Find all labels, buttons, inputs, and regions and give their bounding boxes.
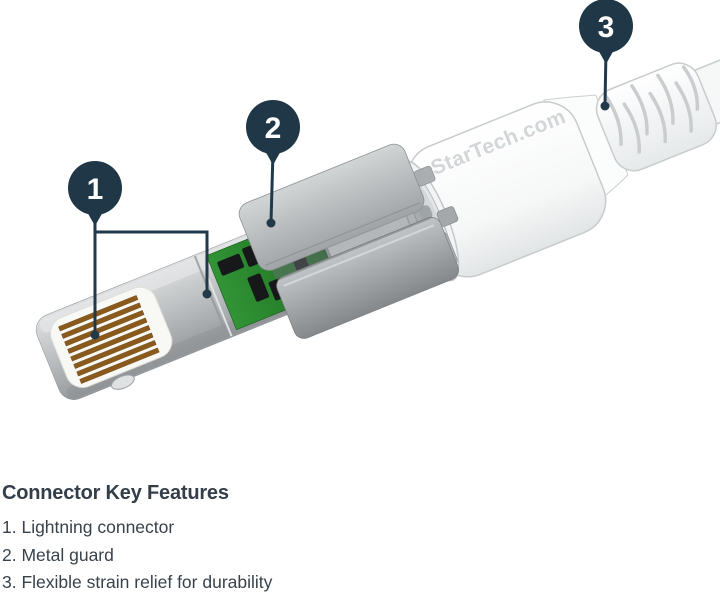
callout-1-bracket — [95, 230, 209, 293]
strain-relief-groove — [622, 102, 641, 154]
strain-relief-groove — [656, 73, 675, 126]
guard-tab-top — [413, 165, 436, 187]
pcb-chip — [247, 273, 270, 302]
strain-relief-groove — [604, 94, 623, 146]
guard-tab-bottom — [436, 206, 459, 227]
strain-relief-groove — [630, 84, 649, 136]
pin — [61, 302, 142, 339]
pin — [76, 340, 157, 377]
connector-step-highlight — [197, 254, 233, 337]
guard-bottom-highlight — [283, 224, 435, 287]
callout-1-number: 1 — [87, 173, 104, 206]
strain-relief-groove — [648, 91, 667, 144]
guard-top-edge — [265, 202, 420, 266]
callout-1: 1 — [68, 161, 212, 340]
connector-step-edge — [193, 255, 229, 338]
strain-relief-body — [595, 62, 717, 172]
cable-assembly-illustration: StarTech.com StarTech.com — [35, 0, 720, 400]
callout-2-bubble — [246, 100, 300, 154]
callout-2-dot — [266, 218, 276, 228]
pin — [73, 332, 154, 369]
strain-relief-groove — [674, 81, 693, 133]
callout-3-dot — [600, 101, 610, 111]
pcb-chip — [217, 253, 245, 276]
pin — [79, 347, 160, 384]
strain-relief-groove — [681, 65, 700, 111]
metal-guard-illustration — [238, 143, 459, 339]
callout-1-dot — [90, 330, 100, 340]
connector-notch — [111, 374, 135, 390]
callout-3: 3 — [579, 0, 633, 111]
cable-assembly: StarTech.com StarTech.com — [35, 40, 720, 400]
feature-item-3: 3. Flexible strain relief for durability — [2, 572, 273, 592]
callout-3-bubble — [579, 0, 633, 53]
callout-2: 2 — [246, 100, 300, 228]
connector-key-features: Connector Key Features 1. Lightning conn… — [2, 482, 272, 597]
strain-relief-grooves — [604, 65, 700, 154]
callout-3-number: 3 — [598, 11, 615, 44]
pin — [58, 295, 139, 332]
feature-item-1: 1. Lightning connector — [2, 517, 175, 537]
callout-1-bubble — [68, 161, 122, 215]
features-heading: Connector Key Features — [2, 482, 229, 504]
guard-gap-shadow — [272, 205, 433, 280]
pin — [64, 310, 145, 347]
callout-markers: 1 2 3 — [68, 0, 633, 340]
pin — [67, 317, 148, 354]
connector-pins — [58, 295, 160, 384]
callout-2-number: 2 — [265, 112, 282, 145]
pin — [70, 325, 151, 362]
callout-1-dot-pcb — [202, 289, 212, 299]
feature-item-2: 2. Metal guard — [2, 544, 114, 565]
